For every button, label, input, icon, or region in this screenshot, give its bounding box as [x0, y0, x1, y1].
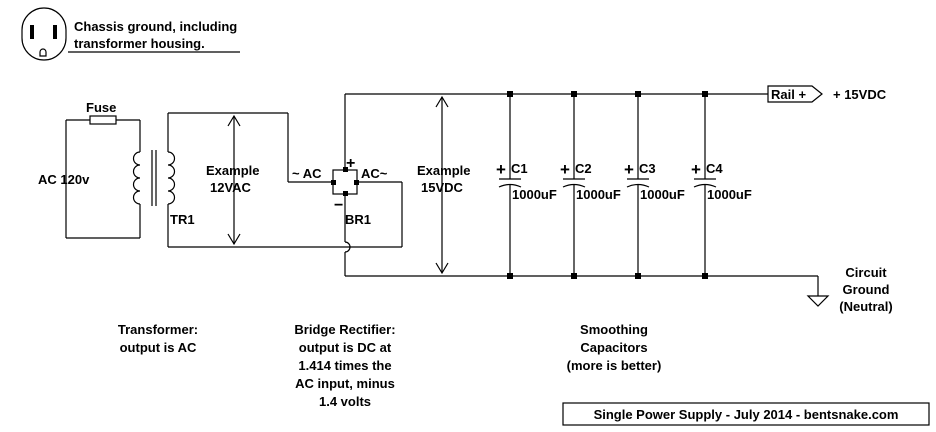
outlet-note-line-2: transformer housing.: [74, 36, 205, 51]
rectifier-plus-label: +: [346, 155, 355, 172]
ground-label-line-3: (Neutral): [839, 299, 892, 314]
ac-input-label: AC 120v: [38, 172, 90, 187]
wall-outlet-icon: [21, 7, 67, 61]
svg-text:Capacitors: Capacitors: [580, 340, 647, 355]
svg-text:(more is better): (more is better): [567, 358, 662, 373]
capacitor-plus-1: +: [496, 160, 506, 179]
capacitor-c3: + C3 1000uF: [624, 91, 685, 279]
transformer-secondary-coil-icon: [167, 151, 176, 205]
svg-text:Transformer:: Transformer:: [118, 322, 198, 337]
transformer-ref: TR1: [170, 212, 195, 227]
capacitor-value-4: 1000uF: [707, 187, 752, 202]
ac-example-line-2: 12VAC: [210, 180, 252, 195]
capacitor-c1: + C1 1000uF: [496, 91, 557, 279]
svg-text:output is AC: output is AC: [120, 340, 197, 355]
footer-box: [562, 402, 930, 426]
svg-text:1.414 times the: 1.414 times the: [298, 358, 391, 373]
svg-text:1.4 volts: 1.4 volts: [319, 394, 371, 409]
capacitor-c4: + C4 1000uF: [691, 91, 752, 279]
svg-text:AC input, minus: AC input, minus: [295, 376, 395, 391]
capacitor-ref-4: C4: [706, 161, 723, 176]
ground-icon: [806, 295, 830, 307]
capacitor-value-1: 1000uF: [512, 187, 557, 202]
capacitor-plus-4: +: [691, 160, 701, 179]
rectifier-ac-right-label: AC~: [361, 166, 388, 181]
transformer-note: Transformer: output is AC: [118, 322, 198, 355]
rail-connector-icon: [767, 85, 823, 103]
bridge-rectifier-icon: [332, 169, 358, 195]
outlet-note-line-1: Chassis ground, including: [74, 19, 237, 34]
capacitor-c2: + C2 1000uF: [560, 91, 621, 279]
dc-example-line-2: 15VDC: [421, 180, 464, 195]
fuse-icon: [89, 115, 117, 125]
svg-text:Bridge Rectifier:: Bridge Rectifier:: [294, 322, 395, 337]
capacitor-value-2: 1000uF: [576, 187, 621, 202]
capacitor-ref-1: C1: [511, 161, 528, 176]
ground-label-line-1: Circuit: [845, 265, 887, 280]
capacitor-ref-3: C3: [639, 161, 656, 176]
rectifier-minus-label: −: [334, 197, 343, 214]
ac-voltage-arrow: [227, 114, 241, 246]
ac-input-wiring: [65, 119, 141, 239]
rectifier-ref: BR1: [345, 212, 371, 227]
rectifier-ac-left-label: ~ AC: [292, 166, 322, 181]
dc-wiring: [344, 93, 819, 296]
capacitor-plus-2: +: [560, 160, 570, 179]
capacitor-note: Smoothing Capacitors (more is better): [567, 322, 662, 373]
secondary-wiring: [167, 112, 403, 248]
rail-label: Rail +: [771, 87, 806, 102]
fuse-label: Fuse: [86, 100, 116, 115]
ac-example-line-1: Example: [206, 163, 259, 178]
dc-example-line-1: Example: [417, 163, 470, 178]
svg-text:output is DC at: output is DC at: [299, 340, 392, 355]
svg-text:Smoothing: Smoothing: [580, 322, 648, 337]
transformer-primary-coil-icon: [132, 151, 141, 205]
footer-text: Single Power Supply - July 2014 - bentsn…: [594, 407, 899, 422]
ground-label-line-2: Ground: [843, 282, 890, 297]
rectifier-note: Bridge Rectifier: output is DC at 1.414 …: [294, 322, 395, 409]
rail-voltage: + 15VDC: [833, 87, 887, 102]
capacitor-value-3: 1000uF: [640, 187, 685, 202]
dc-voltage-arrow: [435, 95, 449, 275]
capacitor-ref-2: C2: [575, 161, 592, 176]
capacitor-plus-3: +: [624, 160, 634, 179]
